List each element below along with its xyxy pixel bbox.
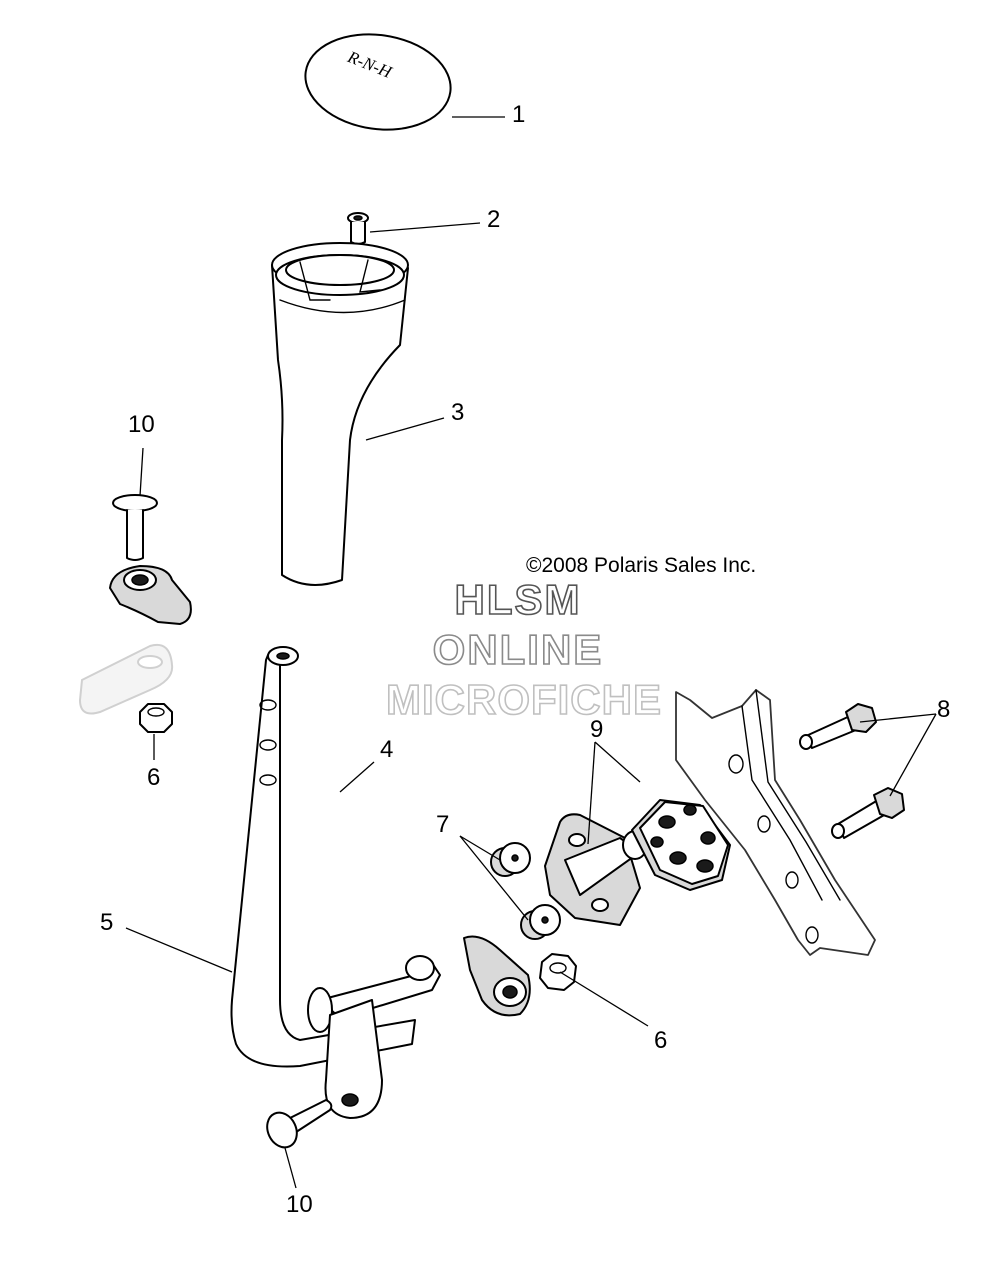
part-9-pivot-bracket[interactable] (544, 813, 648, 926)
part-8-bolt-upper[interactable] (799, 703, 877, 750)
part-4-shift-rod[interactable] (109, 565, 531, 1017)
callout-10-bottom: 10 (286, 1191, 313, 1218)
part-10-pin-top[interactable] (112, 494, 158, 561)
part-8-bolt-lower[interactable] (831, 787, 905, 839)
leader-lines (125, 116, 937, 1189)
part-10-pin-bottom[interactable] (262, 1099, 333, 1152)
callout-9: 9 (590, 716, 603, 743)
watermark-line-1: HLSM (455, 576, 582, 623)
watermark-line-2: ONLINE (433, 626, 604, 673)
part-7-bushing-upper[interactable] (490, 842, 531, 877)
part-7-bushing-lower[interactable] (520, 904, 561, 940)
callout-6-left: 6 (147, 764, 160, 791)
part-3-shift-handle[interactable] (271, 242, 409, 586)
ghost-bracket (78, 643, 174, 715)
callout-3: 3 (451, 399, 464, 426)
frame-bracket (675, 689, 876, 956)
callout-5: 5 (100, 909, 113, 936)
callout-7: 7 (436, 811, 449, 838)
watermark-line-3: MICROFICHE (386, 676, 662, 723)
callout-6-right: 6 (654, 1027, 667, 1054)
part-5-shift-lever[interactable] (230, 646, 441, 1119)
part-9-mount-plate[interactable] (631, 799, 731, 891)
part-6-nut-left[interactable] (139, 703, 173, 733)
callout-labels: 1 2 3 4 5 6 6 7 8 9 10 10 (100, 101, 950, 1218)
callout-4: 4 (380, 736, 393, 763)
part-6-nut-right[interactable] (539, 953, 577, 991)
callout-2: 2 (487, 206, 500, 233)
callout-10-top: 10 (128, 411, 155, 438)
copyright-notice: ©2008 Polaris Sales Inc. (526, 554, 756, 577)
callout-8: 8 (937, 696, 950, 723)
callout-1: 1 (512, 101, 525, 128)
part-1-knob-cap[interactable]: R-N-H (299, 25, 457, 138)
